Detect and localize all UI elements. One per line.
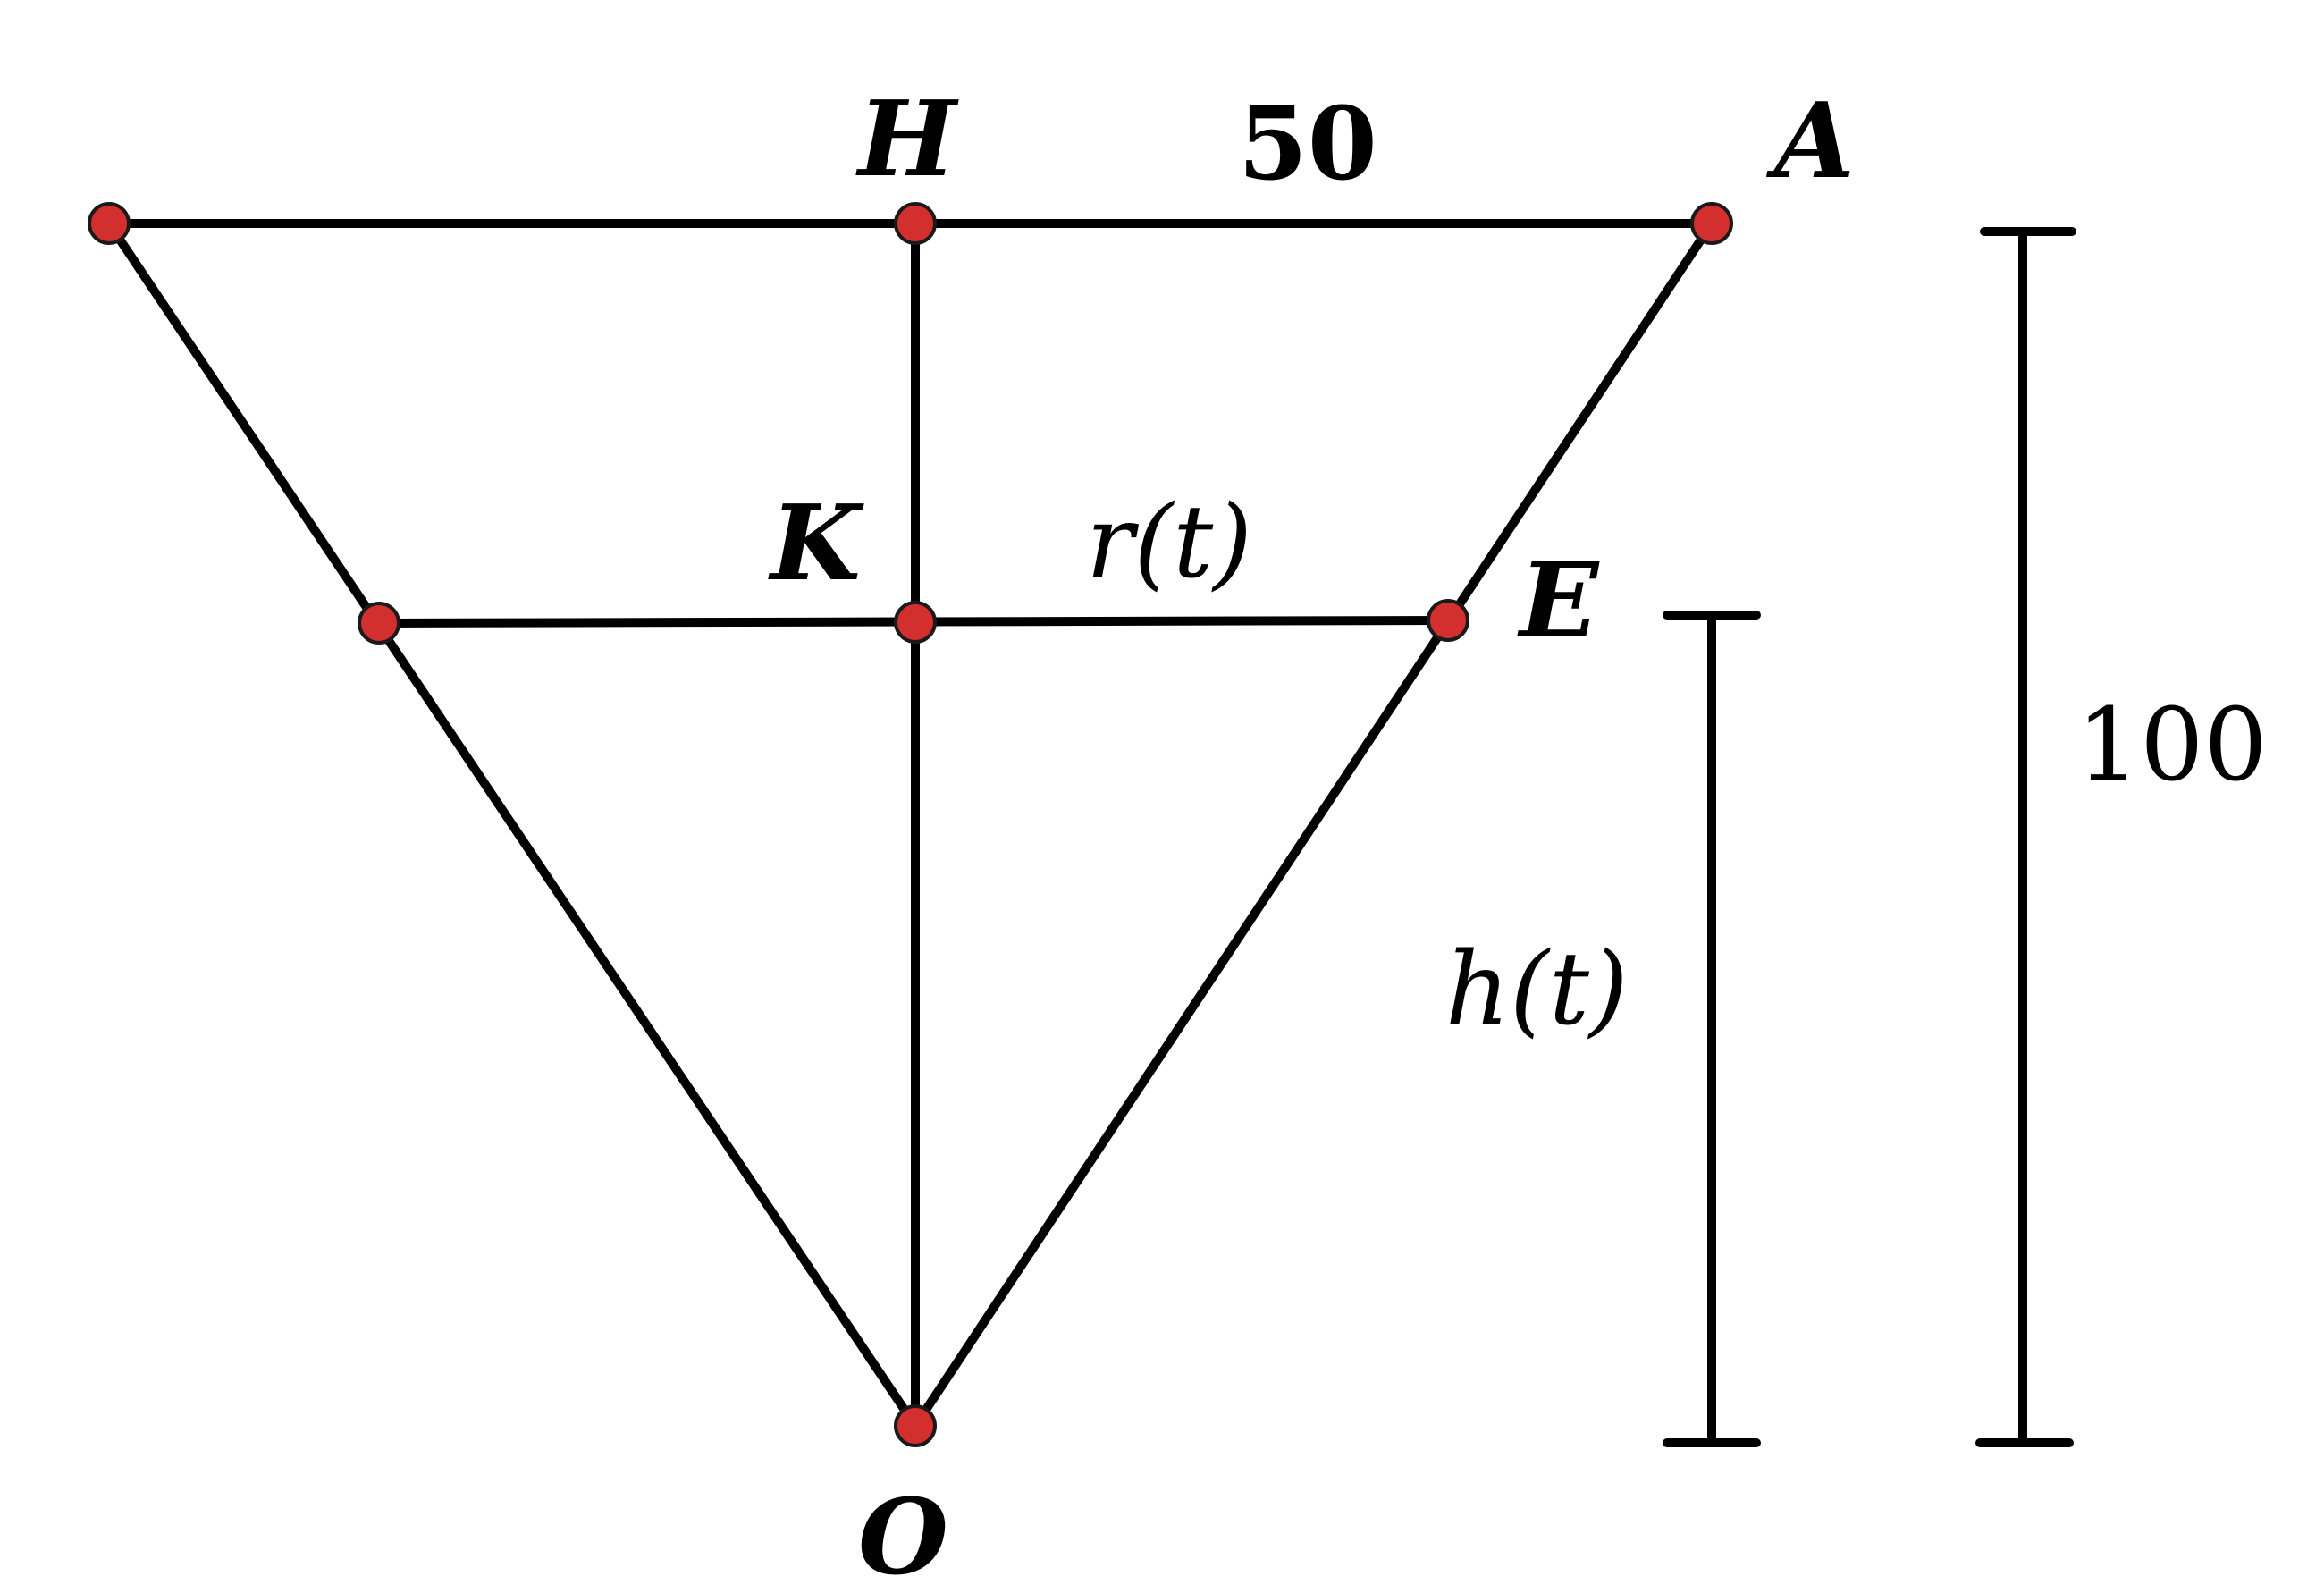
label-top-segment-length: 50	[1238, 86, 1377, 203]
vertex-E	[1427, 599, 1469, 642]
vertex-O	[894, 1404, 937, 1447]
vertex-top-left	[88, 202, 131, 245]
vertex-K	[894, 601, 937, 644]
label-radius-r: r(t)	[1086, 485, 1252, 601]
right-slant-edge	[911, 219, 1716, 1430]
vertex-mid-left	[358, 602, 400, 645]
label-total-height: 100	[2076, 687, 2268, 804]
label-E: E	[1517, 540, 1600, 662]
label-O: O	[858, 1477, 948, 1593]
label-A: A	[1765, 80, 1855, 202]
label-K: K	[768, 483, 864, 604]
label-height-h: h(t)	[1445, 931, 1629, 1048]
vertex-A	[1690, 202, 1733, 245]
left-slant-edge	[105, 219, 920, 1430]
label-H: H	[855, 79, 959, 200]
vertex-H	[894, 202, 937, 245]
